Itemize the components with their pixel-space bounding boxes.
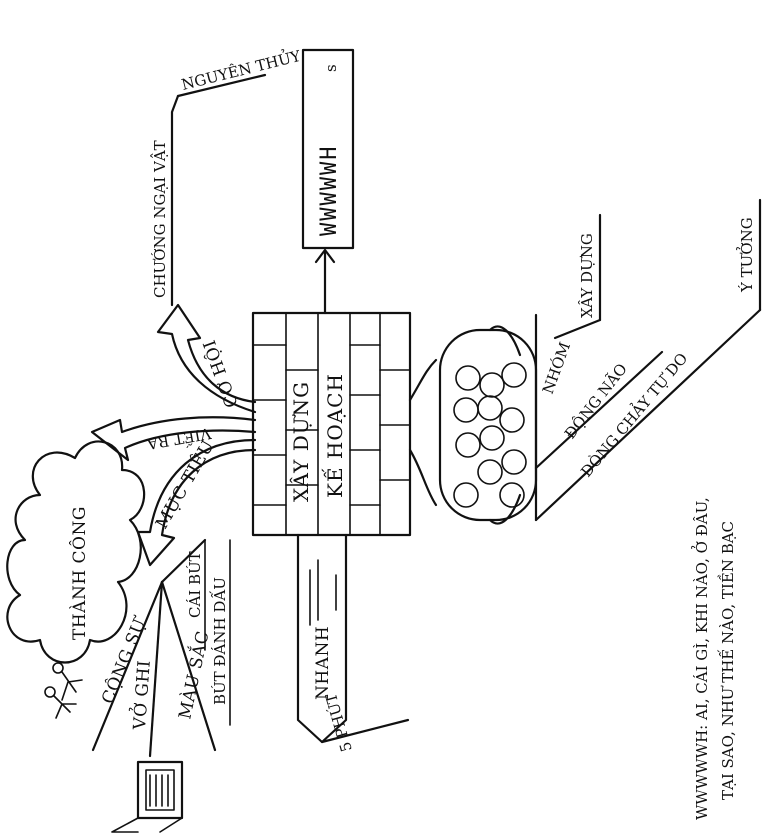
laptop-icon [111, 760, 184, 833]
wwwwwh-box [301, 48, 355, 250]
mau-sac-label: MÀU SẮC [172, 628, 213, 721]
chuong-ngai-vat-label: CHƯỚNG NGẠI VẬT [150, 140, 169, 298]
footnote-line1: WWWWWH: AI, CÁI GÌ, KHI NÀO, Ở ĐÂU, [691, 497, 711, 820]
vo-ghi-branch [148, 580, 164, 758]
central-label-line2: KẾ HOẠCH [321, 373, 347, 498]
co-hoi-arrow [156, 303, 257, 414]
xay-dung-label: XÂY DỰNG [578, 233, 596, 318]
colleagues-icon [44, 662, 83, 719]
nhanh-label: NHANH [313, 626, 333, 700]
chuong-ngai-vat-branch [170, 94, 180, 307]
muc-tieu-arrow [136, 438, 257, 567]
y-tuong-label: Ý TƯỞNG [736, 217, 756, 293]
viet-ra-arrow [90, 416, 257, 462]
wwwwwh-label: WWWWWH [317, 145, 342, 236]
but-danh-dau-label: BÚT ĐÁNH DẤU [209, 577, 229, 705]
brick-wall-box [251, 311, 412, 537]
cai-but-branch [160, 538, 207, 584]
five-phut-branch [320, 718, 410, 744]
footnote-line2: TẠI SAO, NHƯ THẾ NÀO, TIỀN BẠC [717, 521, 737, 800]
dong-nao-branch [534, 350, 664, 470]
faces-group [438, 328, 538, 522]
co-hoi-label: CƠ HỘI [200, 337, 243, 410]
nguyen-thuy-label: NGUYÊN THỦY [179, 45, 303, 94]
cong-su-branch [91, 580, 164, 752]
wwwwwh-mark: s [322, 64, 340, 72]
five-phut-label: 5 PHÚT [322, 691, 356, 754]
central-label-line1: XÂY DỰNG [289, 381, 313, 502]
nhom-label: NHÓM [539, 340, 574, 397]
cai-but-label: CÁI BÚT [186, 551, 204, 618]
faces-arrow-top [408, 358, 438, 402]
faces-arrow-bottom [408, 448, 438, 507]
thanh-cong-cloud [6, 440, 146, 664]
mau-sac-branch [160, 580, 217, 752]
dong-chay-tu-do-branch [534, 308, 762, 522]
thanh-cong-label: THÀNH CÔNG [69, 506, 90, 640]
